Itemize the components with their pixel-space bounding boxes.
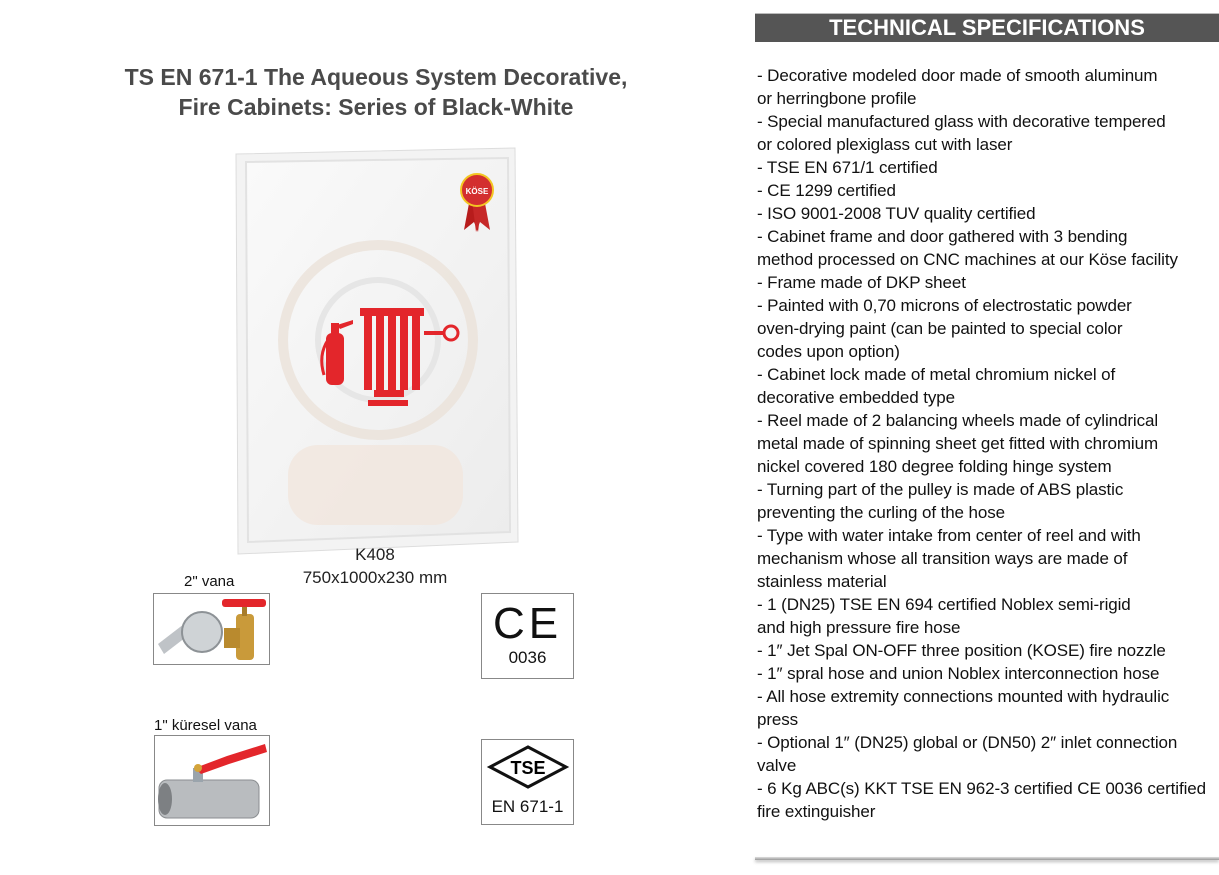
spec-line: - Special manufactured glass with decora… (757, 112, 1166, 131)
svg-text:KÖSE: KÖSE (466, 187, 489, 196)
hose-reel-icon (360, 308, 460, 406)
spec-line: - Decorative modeled door made of smooth… (757, 66, 1158, 85)
spec-line: - Optional 1″ (DN25) global or (DN50) 2″… (757, 733, 1178, 752)
spec-line: oven-drying paint (can be painted to spe… (757, 319, 1123, 338)
ce-certification-badge: CE 0036 (481, 593, 574, 679)
tse-code: EN 671-1 (491, 797, 564, 816)
spec-line: decorative embedded type (757, 388, 955, 407)
title-line-1: TS EN 671-1 The Aqueous System Decorativ… (124, 64, 628, 90)
spec-line: nickel covered 180 degree folding hinge … (757, 457, 1112, 476)
ce-mark: CE (492, 599, 563, 648)
tse-diamond-icon: TSE (486, 745, 569, 789)
spec-line: preventing the curling of the hose (757, 503, 1005, 522)
spec-line: - 6 Kg ABC(s) KKT TSE EN 962-3 certified… (757, 779, 1206, 798)
spec-line: - 1 (DN25) TSE EN 694 certified Noblex s… (757, 595, 1131, 614)
spec-line: or colored plexiglass cut with laser (757, 135, 1013, 154)
divider (755, 857, 1219, 860)
spec-line: fire extinguisher (757, 802, 876, 821)
spec-line: or herringbone profile (757, 89, 917, 108)
spec-line: - Cabinet lock made of metal chromium ni… (757, 365, 1116, 384)
spec-line: - Reel made of 2 balancing wheels made o… (757, 411, 1159, 430)
spec-line: codes upon option) (757, 342, 900, 361)
ball-valve-icon (158, 744, 267, 819)
spec-line: - ISO 9001-2008 TUV quality certified (757, 204, 1036, 223)
spec-line: stainless material (757, 572, 887, 591)
fire-extinguisher-icon (320, 320, 353, 385)
title-line-2: Fire Cabinets: Series of Black-White (178, 94, 574, 120)
spec-line: - CE 1299 certified (757, 181, 896, 200)
spec-line: - Cabinet frame and door gathered with 3… (757, 227, 1128, 246)
spec-line: - Painted with 0,70 microns of electrost… (757, 296, 1132, 315)
spec-line: - Type with water intake from center of … (757, 526, 1141, 545)
ball-valve-image (154, 735, 270, 826)
spec-line: - All hose extremity connections mounted… (757, 687, 1170, 706)
tse-mark: TSE (510, 758, 545, 778)
product-title: TS EN 671-1 The Aqueous System Decorativ… (60, 62, 692, 122)
tse-certification-badge: TSE EN 671-1 (481, 739, 574, 825)
accessory-caption: 2" vana (184, 573, 235, 590)
fire-cabinet-image: KÖSE (235, 147, 519, 555)
spec-line: method processed on CNC machines at our … (757, 250, 1178, 269)
spec-line: press (757, 710, 799, 729)
model-number: K408 (355, 545, 395, 564)
technical-specifications-header: TECHNICAL SPECIFICATIONS (755, 13, 1219, 42)
angle-valve-icon (158, 599, 266, 660)
spec-line: - TSE EN 671/1 certified (757, 158, 938, 177)
spec-line: - Frame made of DKP sheet (757, 273, 966, 292)
spec-line: - 1″ Jet Spal ON-OFF three position (KOS… (757, 641, 1166, 660)
spec-line: - Turning part of the pulley is made of … (757, 480, 1124, 499)
spec-line: metal made of spinning sheet get fitted … (757, 434, 1159, 453)
model-dimensions: 750x1000x230 mm (302, 568, 448, 587)
spec-line: - 1″ spral hose and union Noblex interco… (757, 664, 1160, 683)
ce-code: 0036 (508, 648, 547, 667)
specifications-list: - Decorative modeled door made of smooth… (757, 64, 1206, 823)
spec-line: mechanism whose all transition ways are … (757, 549, 1128, 568)
accessory-caption: 1" küresel vana (154, 717, 257, 734)
angle-valve-image (153, 593, 270, 665)
spec-line: and high pressure fire hose (757, 618, 961, 637)
kose-logo: KÖSE (460, 173, 494, 232)
spec-line: valve (757, 756, 797, 775)
